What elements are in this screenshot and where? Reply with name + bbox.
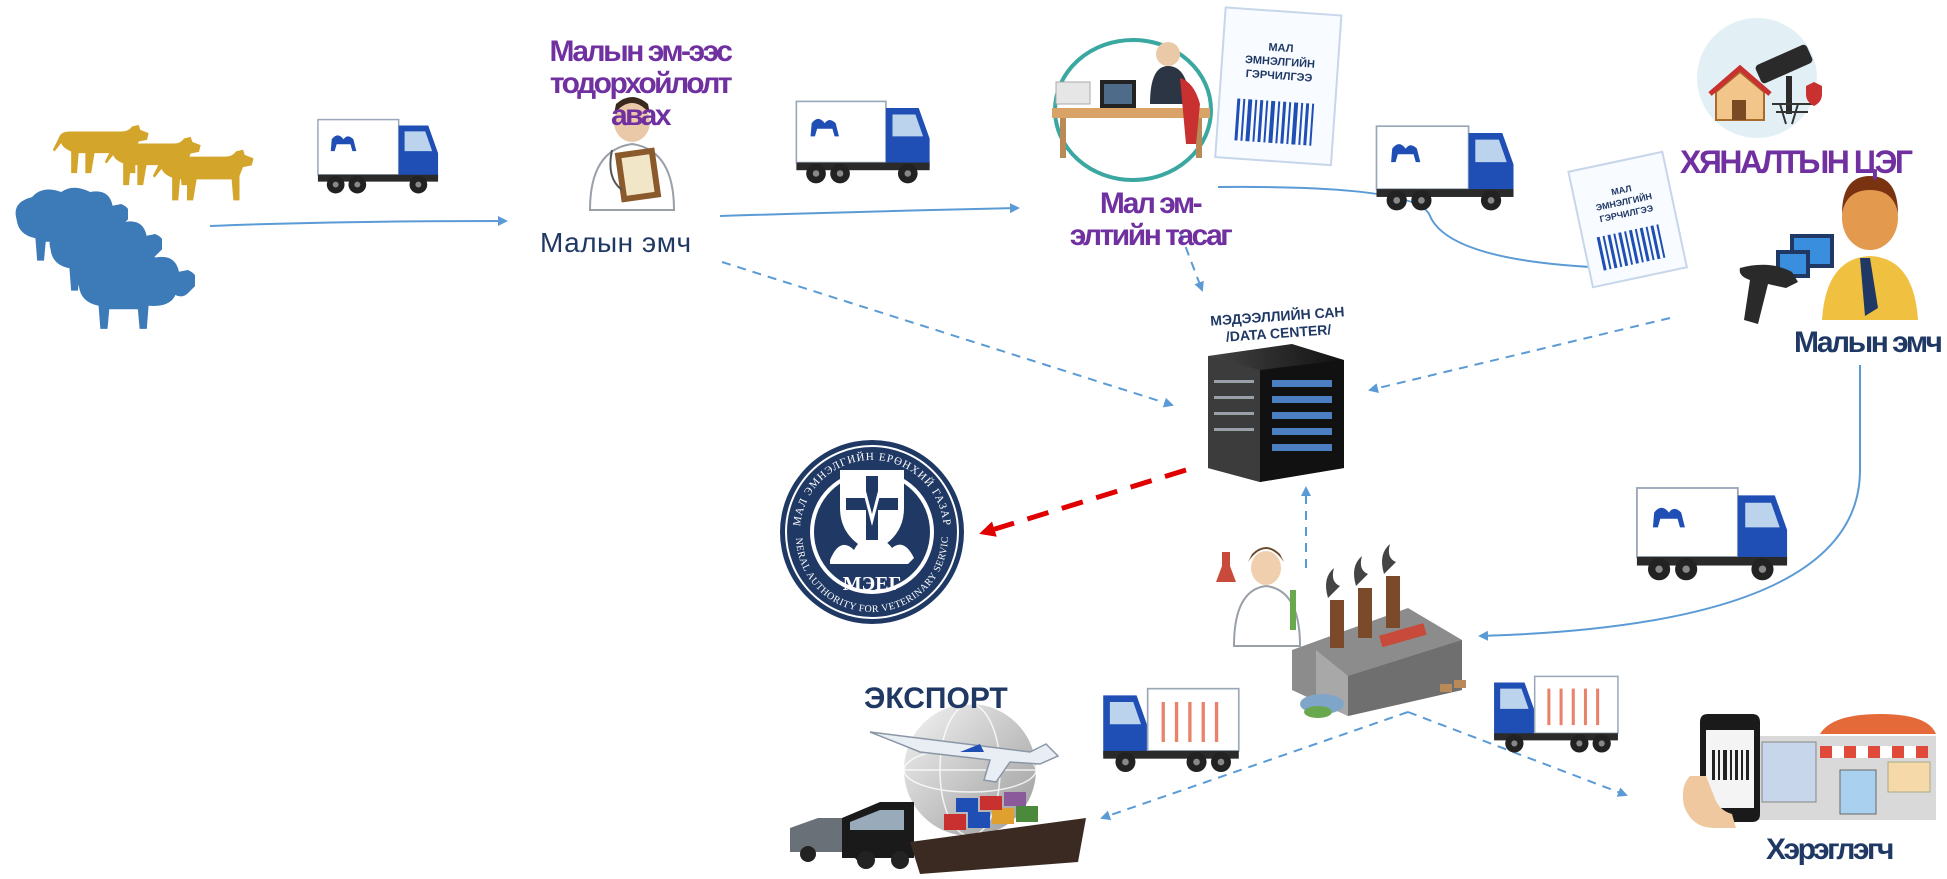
data-center-server-icon [1208,344,1344,482]
data-arrow-vet-to-datacenter [721,261,1174,408]
certificate-text-line: ГЭРЧИЛГЭЭ [1245,68,1312,85]
meat-truck-icon [1101,686,1241,774]
consumer-retail-icon [1682,714,1936,828]
data-arrow-factory-to-export [1100,711,1409,821]
data-arrow-datacenter-to-authority [979,467,1187,537]
barcode-icon [1596,224,1666,271]
certificate-text-line: МАЛ [1610,183,1632,197]
registration-unit-label: Мал эм-элтийн тасаг [1069,187,1233,252]
data-arrow-inspector-to-datacenter [1368,317,1671,393]
meat-processing-factory-icon [1216,544,1466,718]
certificate-text-line: МАЛ [1268,42,1294,56]
registration-office-icon [1052,38,1213,182]
flow-arrow-herd-to-vet [209,216,508,227]
data-arrow-registration-to-datacenter [1179,231,1204,292]
barcode-scanner-icon [1739,264,1798,324]
vet-certificate-card: МАЛ ЭМНЭЛГИЙН ГЭРЧИЛГЭЭ [1214,6,1343,167]
vet-certificate-card: МАЛ ЭМНЭЛГИЙН ГЭРЧИЛГЭЭ [1567,150,1689,289]
control-point-icon [1697,18,1822,138]
livestock-herd [15,124,254,329]
livestock-truck-icon [795,100,931,185]
barcode-icon [1234,98,1315,146]
sheep-icon [77,253,195,329]
livestock-truck-icon [317,118,439,195]
phone-barcode-icon [1712,750,1749,780]
livestock-truck-icon [1635,487,1789,582]
veterinarian-icon [588,97,676,211]
meat-truck-icon [1492,674,1620,755]
livestock-truck-icon [1375,125,1515,212]
inspector-label: Малын эмч [1794,326,1943,359]
flow-arrows [209,185,1861,641]
control-point-label: ХЯНАЛТЫН ЦЭГ [1680,144,1913,180]
flow-line-registration-to-checkpoint [1217,185,1613,269]
veterinarian-label: Малын эмч [540,227,692,258]
certificate-text-line: ЭМНЭЛГИЙН [1245,53,1316,71]
vet-certificate-label: Малын эм-ээс тодорхойлолт авах [549,35,733,132]
airplane-icon [869,731,1060,783]
camera-icon [1755,44,1813,84]
logo-abbreviation: МЭЕГ [843,573,902,595]
inspector-icon [1739,176,1918,324]
lab-scientist-icon [1216,547,1302,647]
flow-arrow-checkpoint-to-factory [1478,365,1861,641]
flow-arrow-vet-to-registration [719,203,1020,217]
cargo-ship-icon [910,818,1086,874]
export-label: ЭКСПОРТ [864,682,1008,715]
consumer-label: Хэрэглэгч [1766,833,1894,866]
data-arrows [721,231,1671,821]
data-arrow-factory-to-consumer [1407,711,1628,797]
export-transport-icon [790,703,1086,874]
cattle-icon [152,149,254,201]
